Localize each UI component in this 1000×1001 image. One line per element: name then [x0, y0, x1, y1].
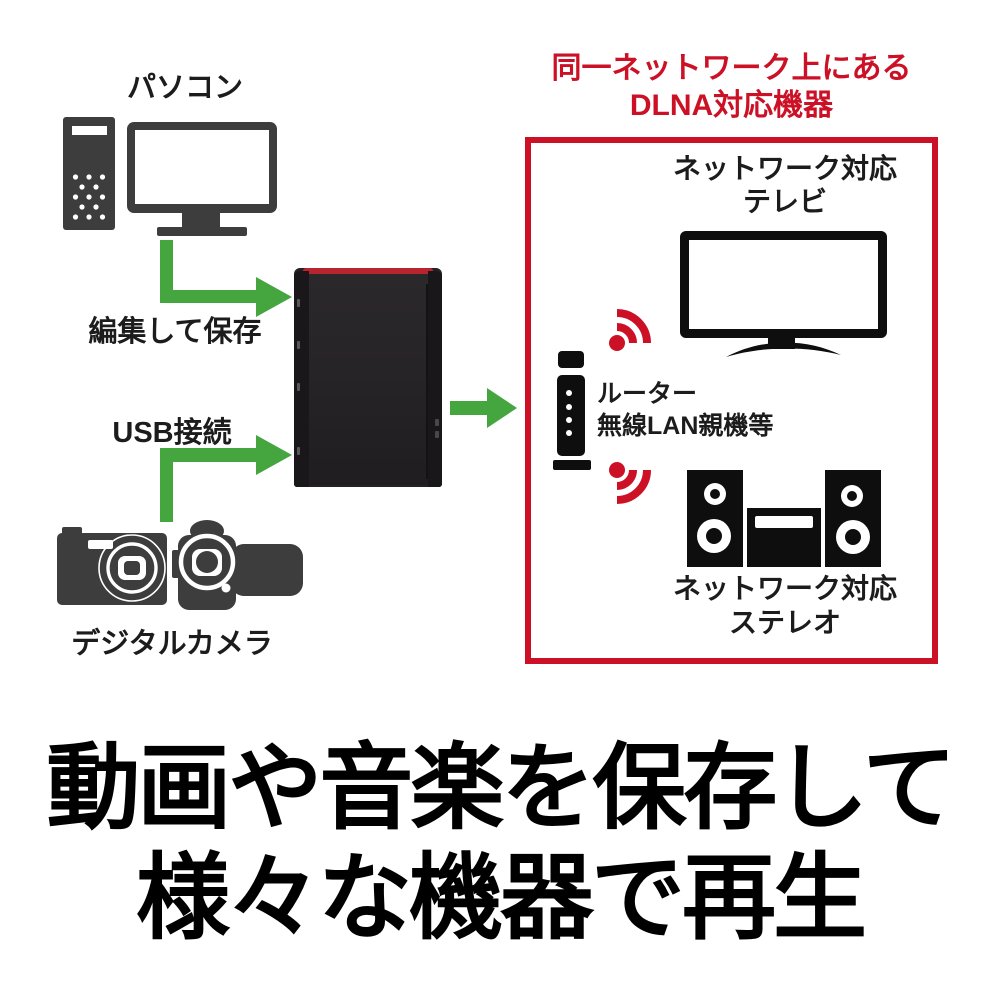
dlna-title-line2: DLNA対応機器 — [629, 89, 834, 122]
headline-line1: 動画や音楽を保存して — [46, 735, 956, 840]
pc-tower-icon — [63, 117, 115, 230]
camera-label: デジタルカメラ — [71, 628, 273, 660]
digital-camera-icon — [57, 527, 167, 605]
stereo-label-line2: ステレオ — [728, 607, 841, 638]
headline-line2: 様々な機器で再生 — [135, 845, 867, 950]
usb-label: USB接続 — [112, 417, 232, 449]
router-label-line1: ルーター — [597, 380, 698, 408]
nas-red-stripe — [303, 268, 433, 274]
headline: 動画や音楽を保存して 様々な機器で再生 — [0, 733, 1000, 953]
wifi-signal-icon — [609, 462, 651, 504]
router-label-line2: 無線LAN親機等 — [597, 412, 774, 440]
wifi-signal-icon — [609, 309, 651, 351]
tv-label-line1: ネットワーク対応 — [672, 153, 897, 184]
camcorder-icon — [172, 520, 303, 610]
edit-save-label: 編集して保存 — [88, 316, 262, 348]
pc-monitor-icon — [127, 122, 277, 236]
nas-device — [294, 268, 442, 487]
dlna-title-line1: 同一ネットワーク上にある — [551, 52, 912, 85]
tv-label-line2: テレビ — [742, 186, 827, 217]
stereo-icon — [687, 470, 881, 567]
router-icon — [553, 351, 591, 470]
dlna-title: 同一ネットワーク上にある DLNA対応機器 — [525, 50, 938, 124]
stereo-label-line1: ネットワーク対応 — [672, 573, 897, 604]
dlna-box — [525, 137, 938, 664]
cameras-icon — [57, 520, 303, 610]
tv-label: ネットワーク対応 テレビ — [640, 152, 930, 218]
stereo-label: ネットワーク対応 ステレオ — [640, 572, 930, 640]
desktop-pc-icon — [63, 117, 277, 236]
pc-label: パソコン — [126, 72, 243, 104]
tv-icon — [680, 231, 887, 357]
